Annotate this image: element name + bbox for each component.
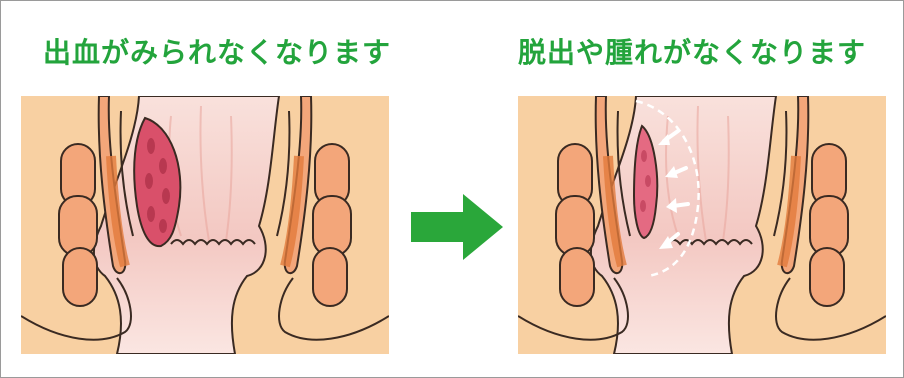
heading-after: 脱出や腫れがなくなります xyxy=(518,31,866,71)
anal-canal-after-diagram xyxy=(518,96,886,354)
heading-before: 出血がみられなくなります xyxy=(43,31,391,71)
anal-canal-before-diagram xyxy=(21,96,389,354)
right-arrow-icon xyxy=(411,194,503,260)
